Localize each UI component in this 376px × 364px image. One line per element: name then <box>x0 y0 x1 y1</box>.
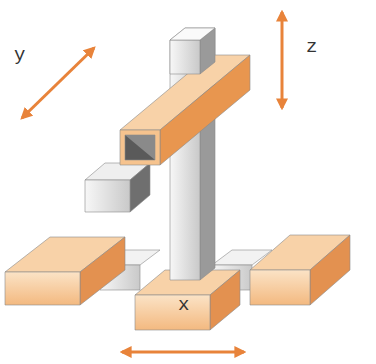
vertical-column <box>170 28 215 280</box>
y-arm <box>85 163 150 212</box>
axis-label: x <box>178 296 189 315</box>
y-axis-arrow <box>22 48 94 118</box>
z-axis-arrow <box>281 12 284 108</box>
base-block-left <box>5 237 125 305</box>
axis-label: y <box>14 46 25 65</box>
base-block-right <box>250 235 350 305</box>
x-axis-arrow <box>122 351 244 354</box>
axis-label: z <box>306 38 317 57</box>
column-top <box>170 28 215 74</box>
